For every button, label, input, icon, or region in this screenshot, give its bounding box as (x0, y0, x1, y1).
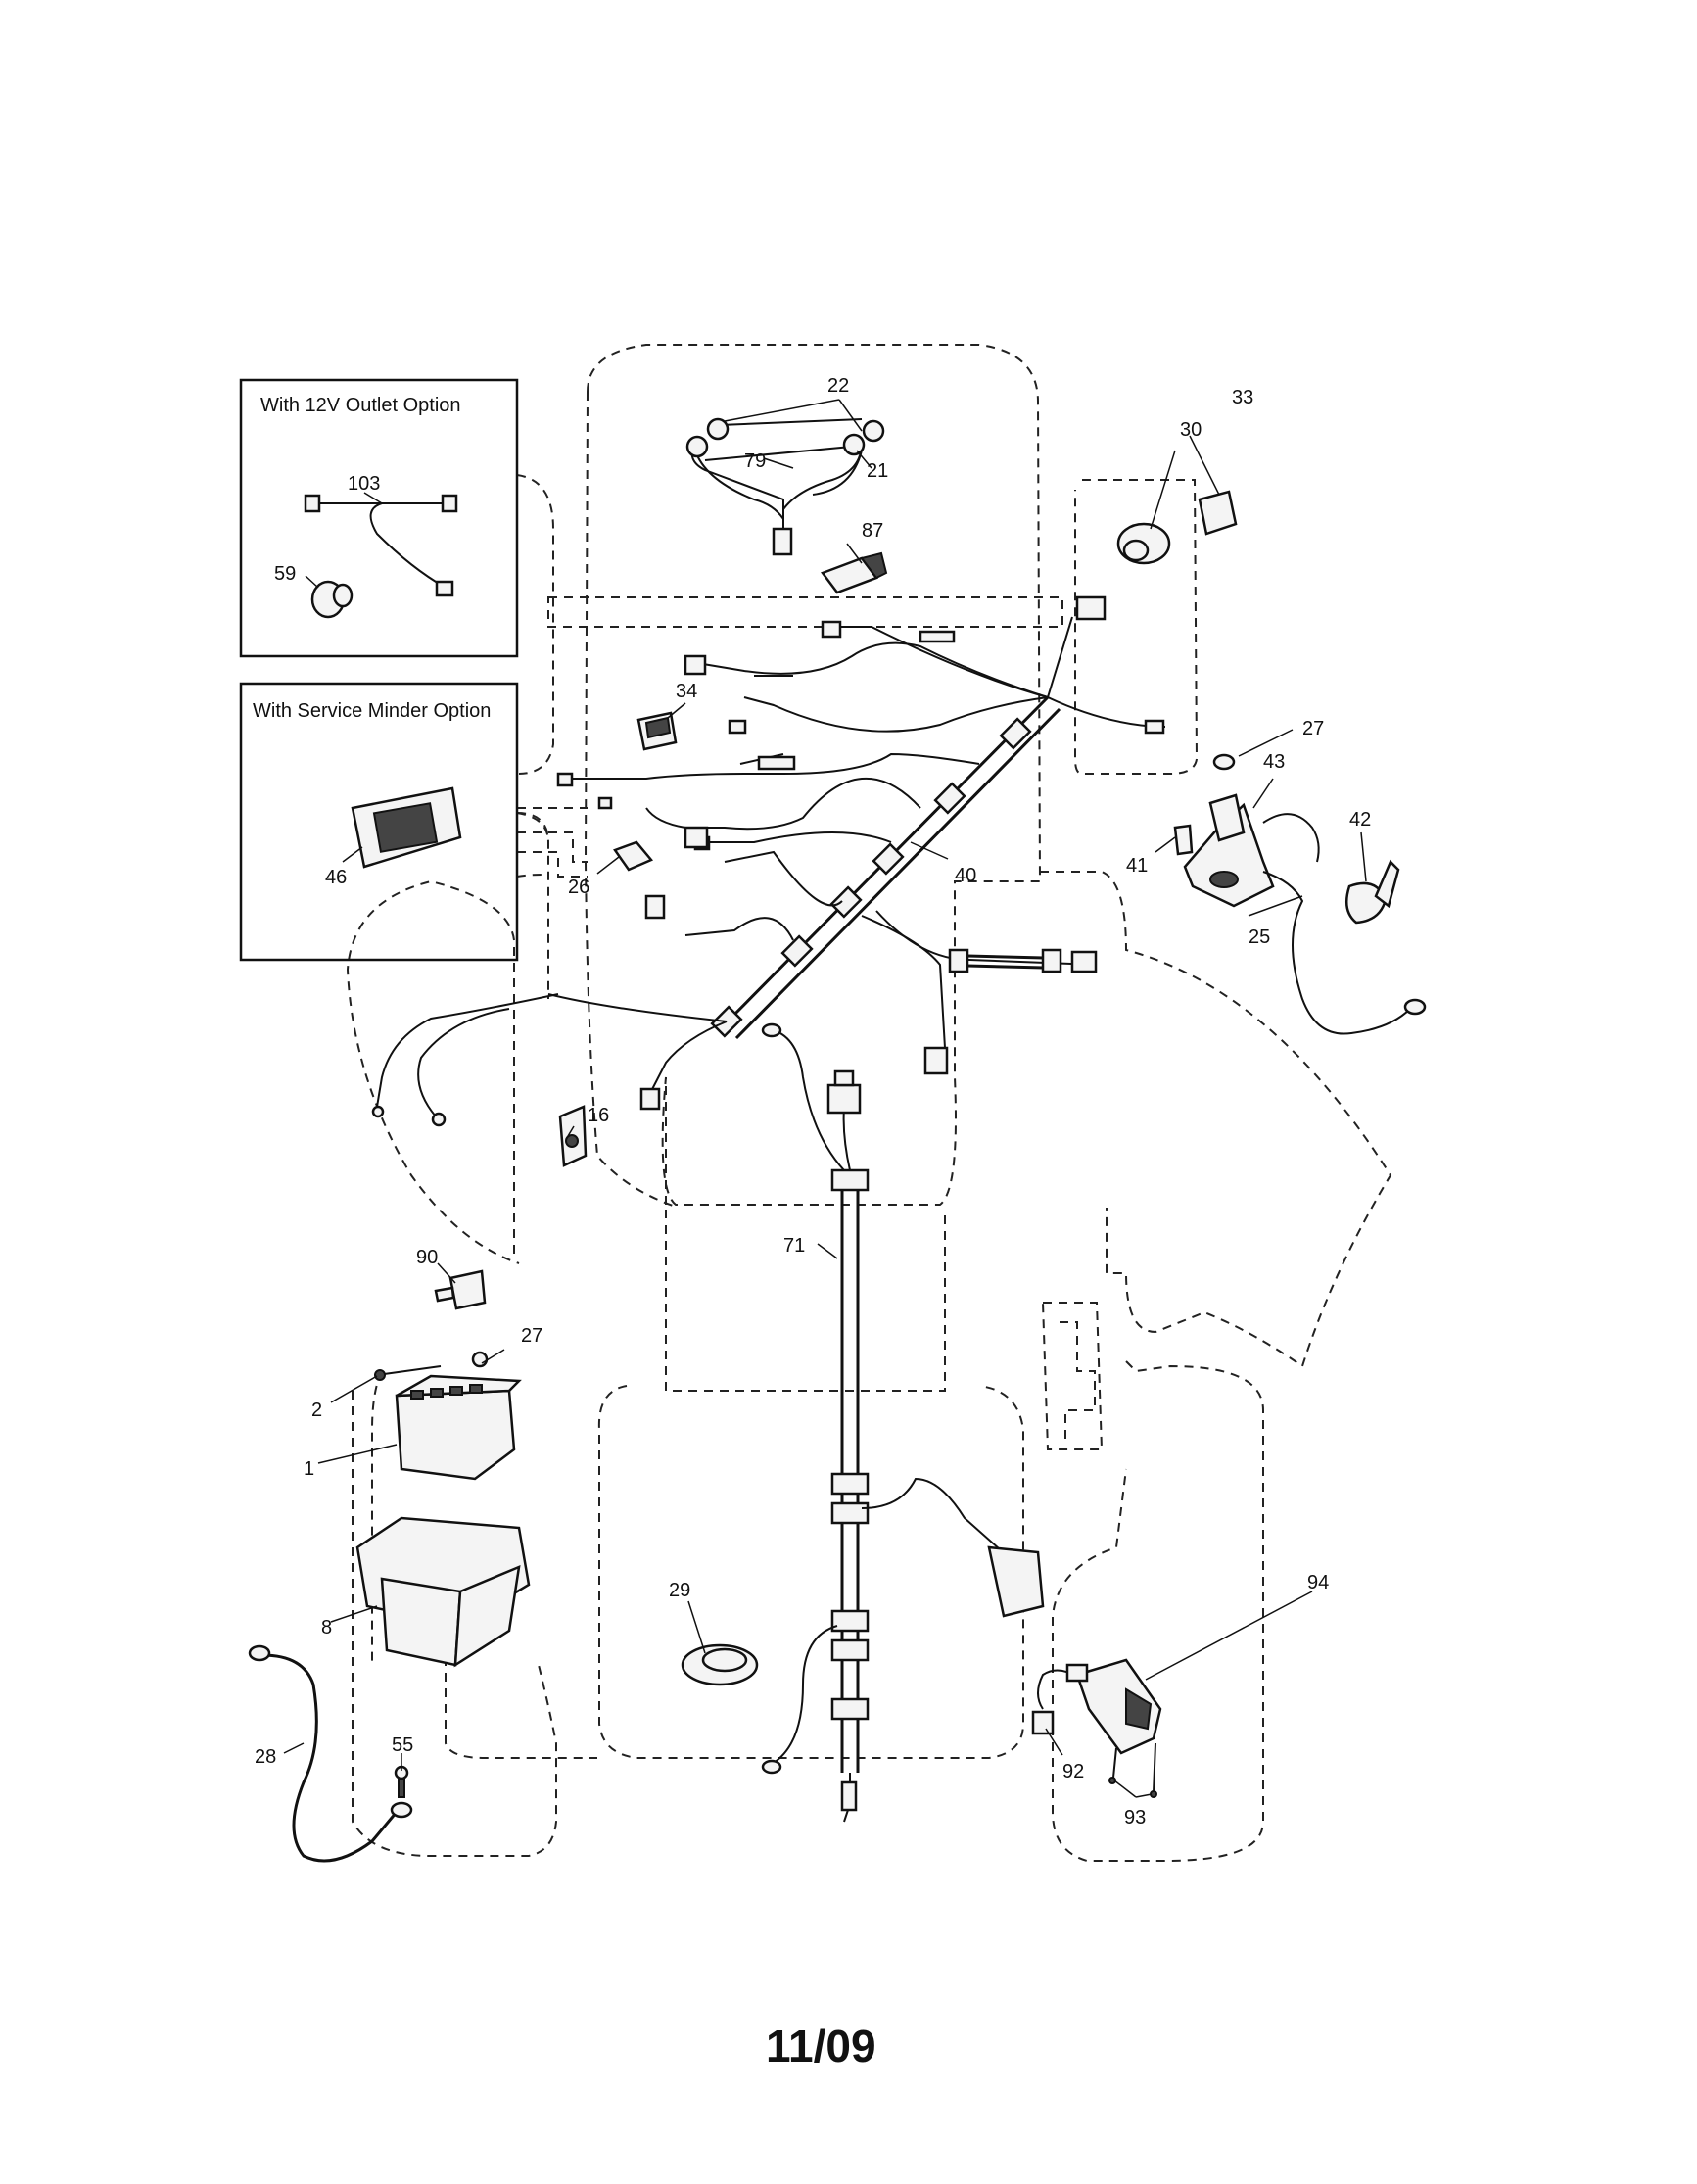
callout-46: 46 (325, 867, 347, 888)
solenoid-43 (1173, 753, 1427, 1035)
callout-27-top: 27 (1302, 718, 1324, 739)
callout-94: 94 (1307, 1572, 1329, 1593)
callout-71: 71 (783, 1235, 805, 1257)
callout-2: 2 (311, 1400, 322, 1421)
switch-16 (558, 1105, 588, 1167)
callout-59: 59 (274, 563, 296, 585)
callout-103: 103 (348, 473, 380, 495)
battery-tray-8 (355, 1516, 531, 1668)
seat-switch-94 (1031, 1658, 1162, 1798)
callout-40: 40 (955, 865, 976, 886)
callout-8: 8 (321, 1617, 332, 1638)
leader-lines (283, 399, 1367, 1798)
callout-22: 22 (827, 375, 849, 397)
ground-cable-28 (248, 1644, 413, 1863)
fuse-26 (613, 840, 654, 872)
battery-1 (374, 1351, 522, 1481)
callout-25: 25 (1249, 926, 1270, 948)
callout-29: 29 (669, 1580, 690, 1601)
callout-labels: 22 79 21 87 30 33 27 43 41 42 25 34 40 2… (255, 375, 1371, 1828)
module-33 (1198, 490, 1238, 536)
callout-55: 55 (392, 1734, 413, 1756)
grommet-29 (681, 1643, 759, 1686)
part-90 (434, 1269, 487, 1310)
callout-43: 43 (1263, 751, 1285, 773)
callout-30: 30 (1180, 419, 1202, 441)
callout-1: 1 (304, 1458, 314, 1480)
callout-79: 79 (744, 451, 766, 472)
callout-26: 26 (568, 877, 589, 898)
callout-21: 21 (867, 460, 888, 482)
callout-90: 90 (416, 1247, 438, 1268)
callout-16: 16 (588, 1105, 609, 1126)
inset-12v-outlet: With 12V Outlet Option (239, 378, 519, 658)
inset-service-minder: With Service Minder Option (239, 682, 519, 962)
callout-87: 87 (862, 520, 883, 542)
callout-93: 93 (1124, 1807, 1146, 1828)
switch-34 (636, 711, 678, 751)
inset-service-minder-title: With Service Minder Option (253, 700, 491, 722)
rear-harness (761, 1022, 1045, 1823)
callout-34: 34 (676, 681, 697, 702)
inset-12v-outlet-title: With 12V Outlet Option (260, 395, 461, 416)
main-harness (371, 595, 1165, 1127)
callout-28: 28 (255, 1746, 276, 1768)
headlight-harness (685, 417, 885, 556)
callout-33: 33 (1232, 387, 1253, 408)
callout-92: 92 (1062, 1761, 1084, 1782)
date-code: 11/09 (766, 2020, 876, 2071)
relay-87 (820, 551, 888, 594)
callout-41: 41 (1126, 855, 1148, 877)
chassis-outline (346, 344, 1392, 1862)
ignition-switch-30 (1116, 522, 1171, 565)
callout-42: 42 (1349, 809, 1371, 831)
callout-27-battery: 27 (521, 1325, 542, 1347)
